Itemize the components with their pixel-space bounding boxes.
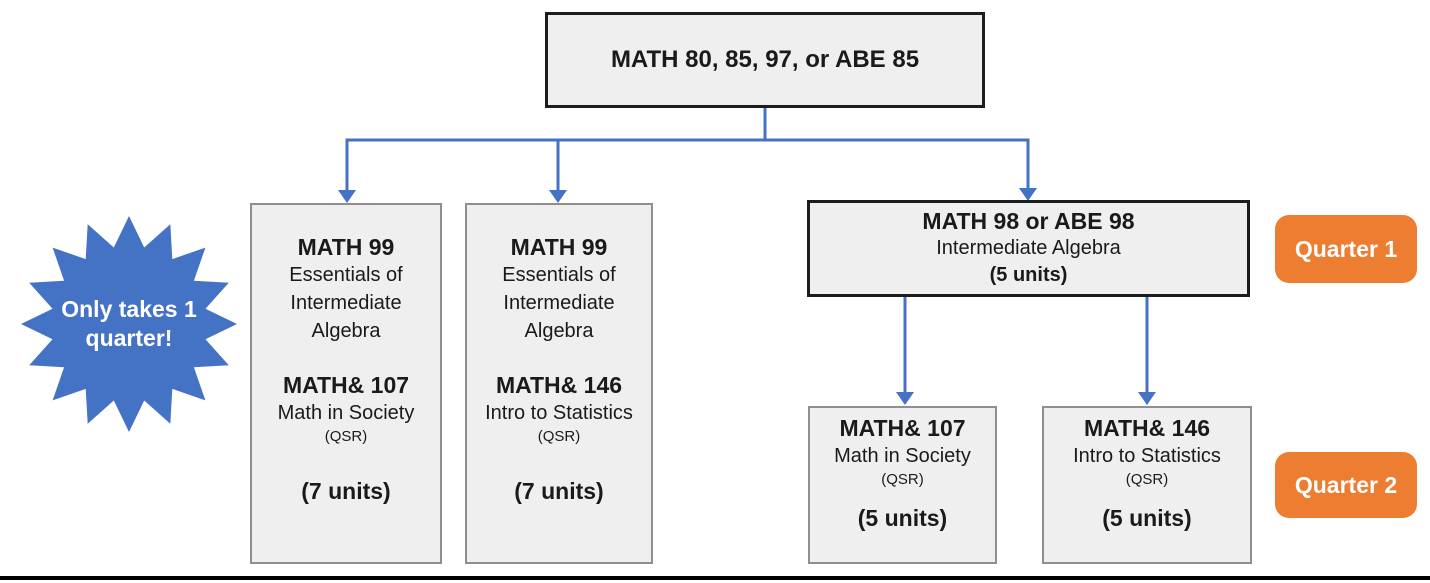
- arrowhead-math107: [896, 392, 914, 405]
- units-label: (5 units): [989, 264, 1068, 286]
- badge-quarter-2-label: Quarter 2: [1294, 471, 1398, 498]
- course-code: MATH 99: [510, 234, 608, 260]
- arrowhead-option1: [338, 190, 356, 203]
- arrowhead-quarter1: [1019, 188, 1037, 201]
- box-placement-courses: MATH 80, 85, 97, or ABE 85: [545, 12, 985, 108]
- course-title: Intro to Statistics: [1073, 445, 1221, 467]
- box-math107-quarter2: MATH& 107 Math in Society (QSR) (5 units…: [808, 406, 997, 564]
- starburst-line2: quarter!: [85, 325, 173, 351]
- units-label: (7 units): [301, 478, 391, 504]
- badge-quarter-2: Quarter 2: [1275, 452, 1417, 518]
- placement-courses-label: MATH 80, 85, 97, or ABE 85: [610, 46, 920, 73]
- course-title: Essentials of Intermediate Algebra: [289, 264, 403, 342]
- units-label: (5 units): [1102, 505, 1192, 531]
- course-title: Math in Society: [834, 445, 971, 467]
- units-label: (7 units): [514, 478, 604, 504]
- bottom-divider-rule: [0, 576, 1430, 580]
- starburst-shape-icon: [21, 216, 237, 432]
- course-tag-qsr: (QSR): [324, 428, 368, 445]
- starburst-text: Only takes 1 quarter!: [19, 214, 239, 434]
- course-code: MATH& 146: [1083, 415, 1211, 441]
- course-title: Intermediate Algebra: [936, 237, 1121, 259]
- course-code: MATH& 146: [495, 372, 623, 398]
- course-code: MATH& 107: [839, 415, 966, 441]
- course-tag-qsr: (QSR): [881, 471, 924, 488]
- course-tag-qsr: (QSR): [1125, 471, 1169, 488]
- starburst-callout: Only takes 1 quarter!: [19, 214, 239, 434]
- course-title: Intro to Statistics: [485, 402, 633, 424]
- box-math146-quarter2: MATH& 146 Intro to Statistics (QSR) (5 u…: [1042, 406, 1252, 564]
- course-code: MATH& 107: [282, 372, 410, 398]
- box-option-math99-107: MATH 99 Essentials of Intermediate Algeb…: [250, 203, 442, 564]
- arrowhead-math146: [1138, 392, 1156, 405]
- units-label: (5 units): [857, 505, 948, 531]
- course-title: Essentials of Intermediate Algebra: [502, 264, 616, 342]
- badge-quarter-1-label: Quarter 1: [1294, 235, 1398, 262]
- course-tag-qsr: (QSR): [537, 428, 581, 445]
- course-title: Math in Society: [277, 402, 415, 424]
- course-code: MATH 98 or ABE 98: [922, 208, 1135, 234]
- box-option-math99-146: MATH 99 Essentials of Intermediate Algeb…: [465, 203, 653, 564]
- arrowhead-option2: [549, 190, 567, 203]
- badge-quarter-1: Quarter 1: [1275, 215, 1417, 283]
- course-code: MATH 99: [297, 234, 395, 260]
- starburst-line1: Only takes 1: [61, 296, 197, 322]
- box-math98-intermediate-algebra: MATH 98 or ABE 98 Intermediate Algebra (…: [807, 200, 1250, 297]
